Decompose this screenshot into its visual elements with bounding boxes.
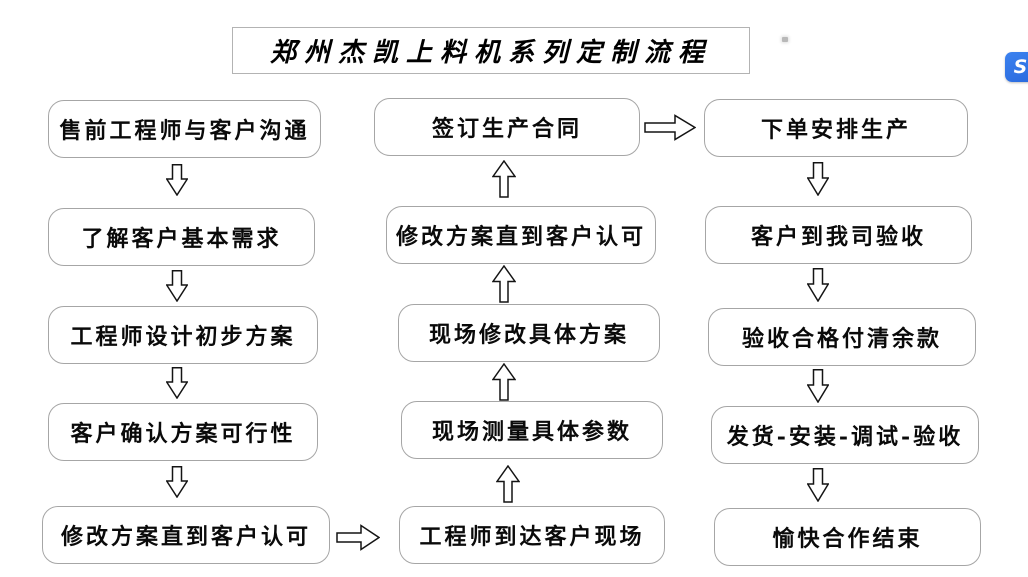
arrow-down-icon — [807, 468, 829, 502]
flow-node: 发货-安装-调试-验收 — [711, 406, 979, 464]
flow-node: 修改方案直到客户认可 — [386, 206, 656, 264]
artifact-dot — [782, 37, 788, 42]
arrow-down-icon — [166, 164, 188, 196]
flow-node: 工程师到达客户现场 — [399, 506, 665, 564]
arrow-up-icon — [496, 465, 520, 503]
arrow-down-icon — [166, 466, 188, 498]
flow-node: 现场修改具体方案 — [398, 304, 660, 362]
arrow-right-icon — [644, 114, 696, 141]
flow-node: 了解客户基本需求 — [48, 208, 315, 266]
flow-node: 愉快合作结束 — [714, 508, 981, 566]
arrow-down-icon — [807, 369, 829, 403]
flow-node: 修改方案直到客户认可 — [42, 506, 330, 564]
diagram-title: 郑州杰凯上料机系列定制流程 — [232, 27, 750, 74]
flow-node: 售前工程师与客户沟通 — [48, 100, 321, 158]
arrow-up-icon — [492, 265, 516, 303]
flow-node: 客户确认方案可行性 — [48, 403, 318, 461]
flow-node: 现场测量具体参数 — [401, 401, 663, 459]
flow-node: 验收合格付清余款 — [708, 308, 976, 366]
arrow-down-icon — [807, 268, 829, 302]
arrow-down-icon — [166, 270, 188, 302]
arrow-up-icon — [492, 160, 516, 198]
arrow-down-icon — [166, 367, 188, 399]
arrow-down-icon — [807, 162, 829, 196]
arrow-up-icon — [492, 363, 516, 401]
arrow-right-icon — [336, 524, 380, 551]
app-badge-glyph: S — [1013, 56, 1028, 78]
flow-node: 下单安排生产 — [704, 99, 968, 157]
flow-node: 客户到我司验收 — [705, 206, 972, 264]
flow-node: 签订生产合同 — [374, 98, 640, 156]
flow-node: 工程师设计初步方案 — [48, 306, 318, 364]
app-badge-icon[interactable]: S — [1005, 52, 1028, 82]
